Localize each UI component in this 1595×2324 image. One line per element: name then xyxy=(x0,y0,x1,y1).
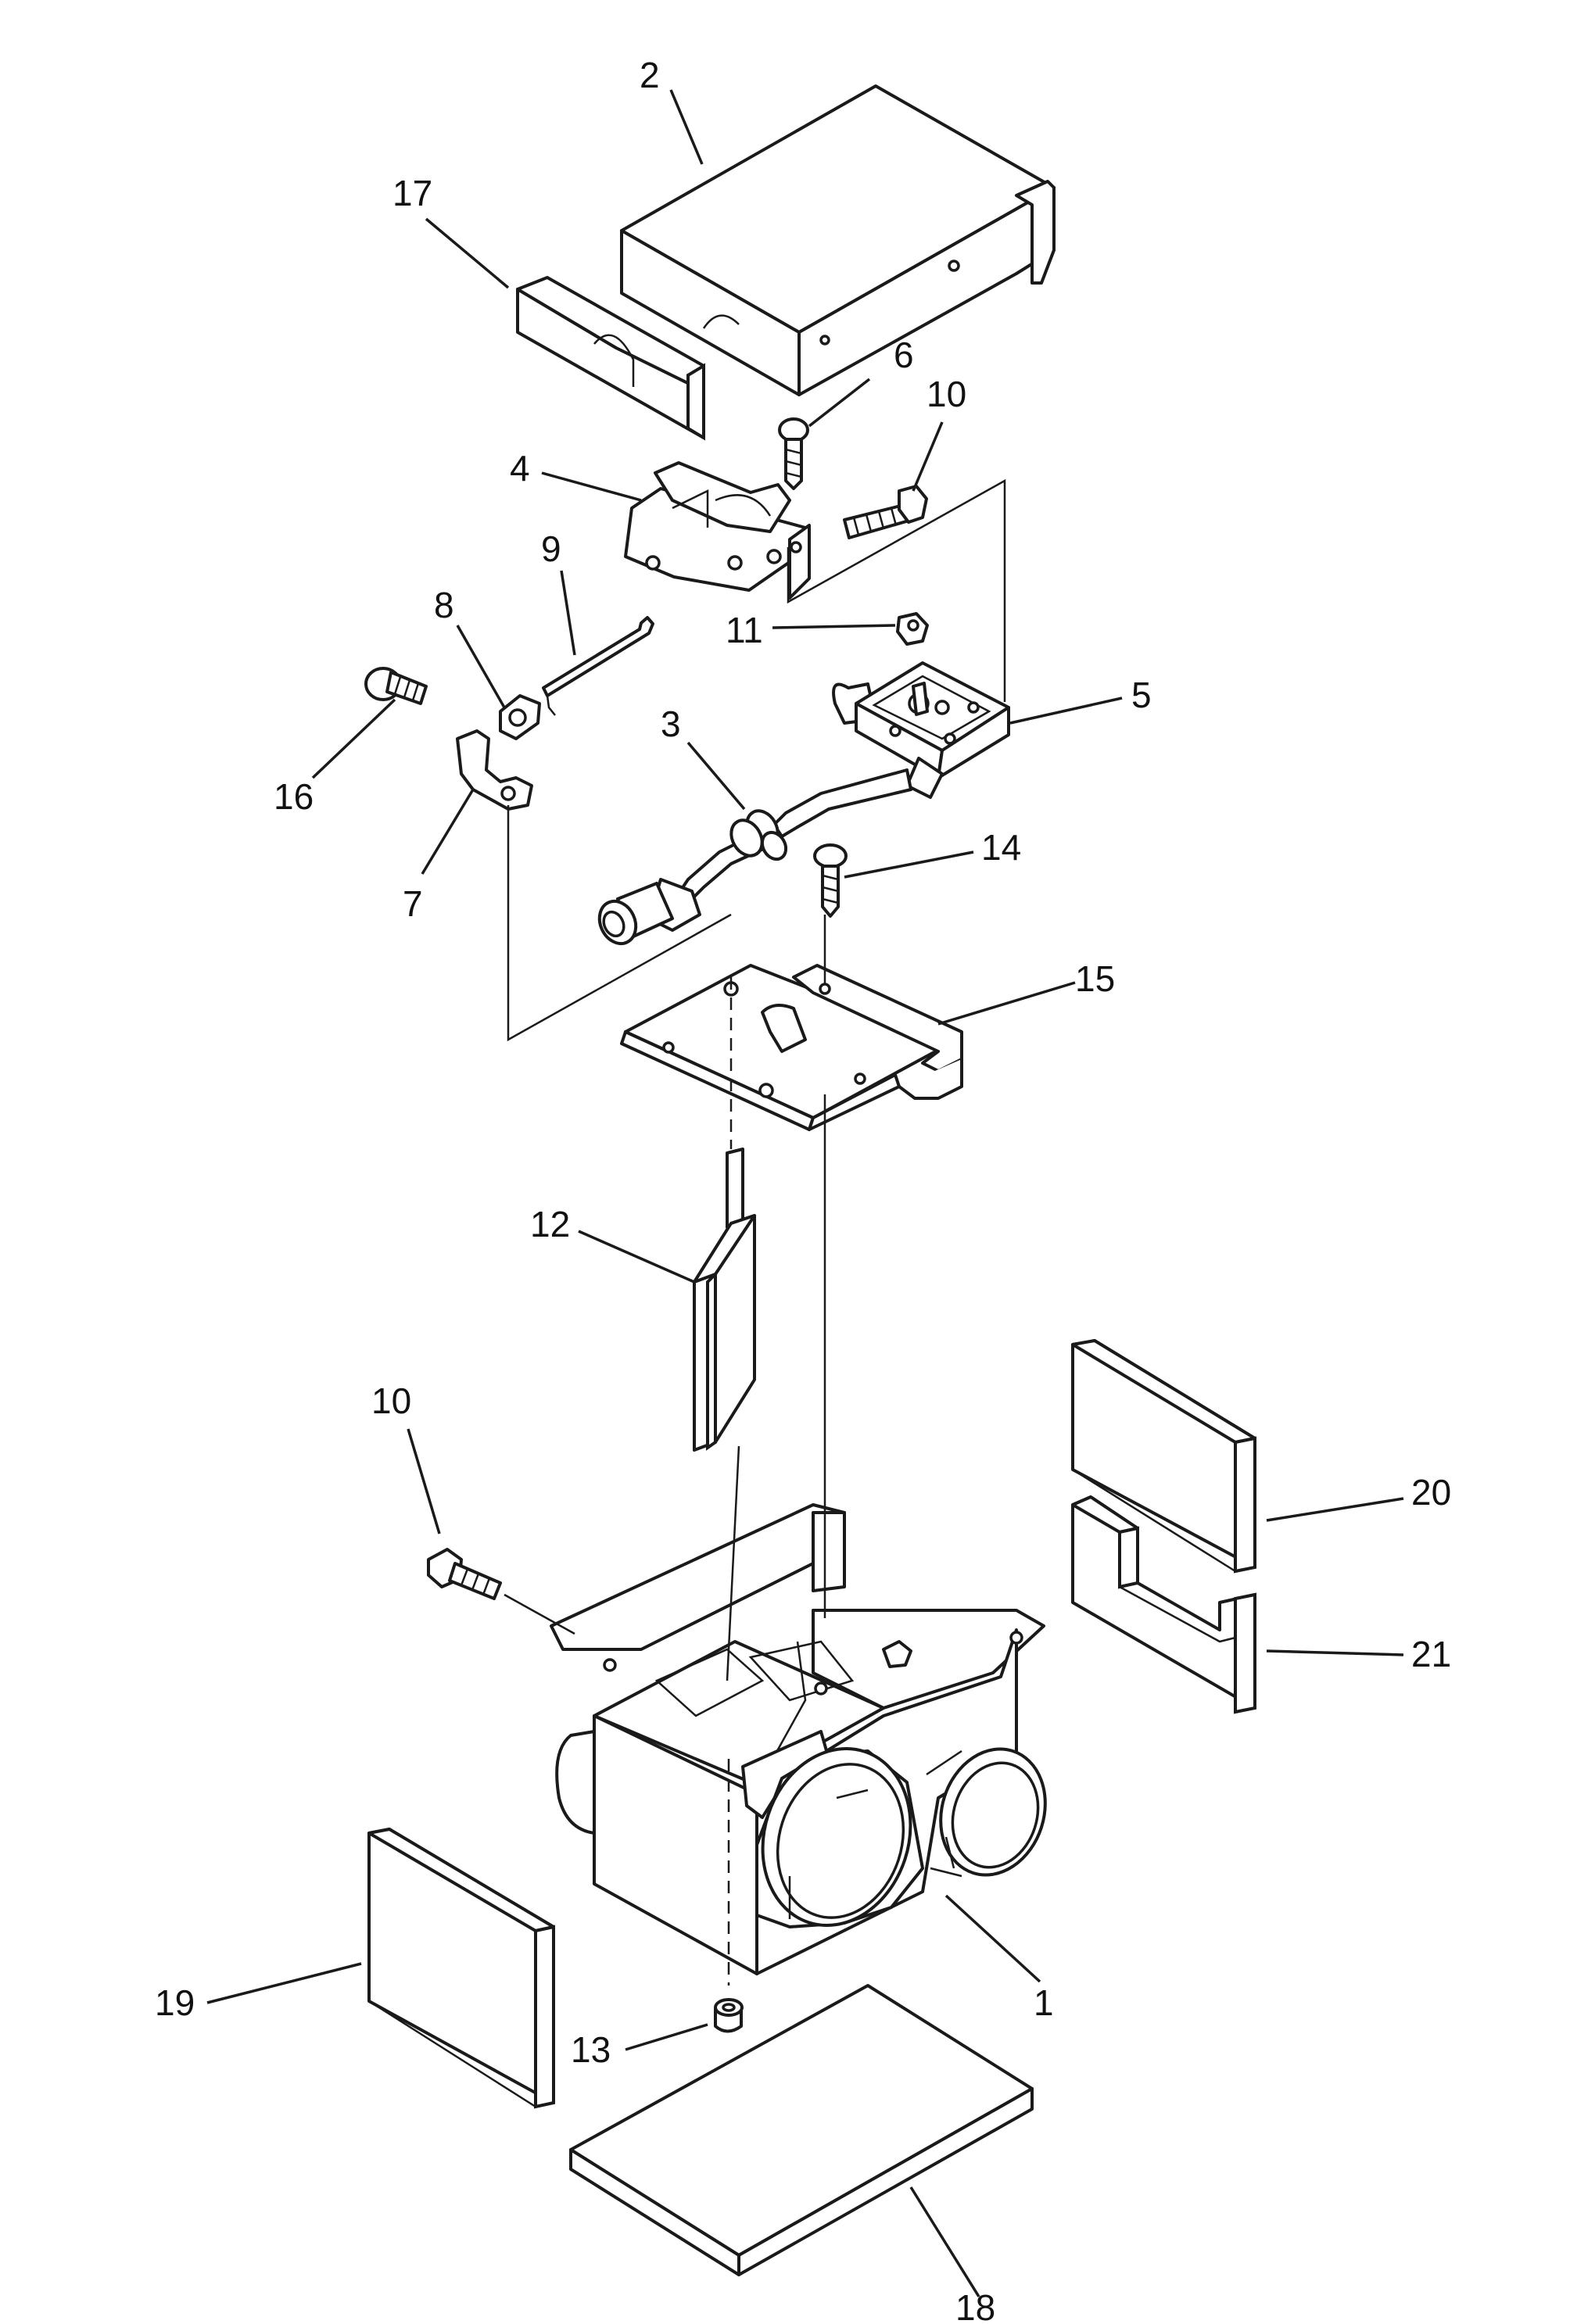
callout-10-upper: 10 xyxy=(927,374,966,414)
clip-part-8 xyxy=(499,694,541,740)
top-cover-part-2 xyxy=(620,84,1056,396)
bolt-part-10-lower xyxy=(427,1548,502,1600)
assembly-lines xyxy=(504,478,1006,1986)
callout-21: 21 xyxy=(1411,1634,1451,1674)
callout-7: 7 xyxy=(403,883,423,924)
callout-12: 12 xyxy=(530,1204,570,1244)
callout-4: 4 xyxy=(510,448,530,489)
bracket-part-4 xyxy=(624,461,811,600)
callout-5: 5 xyxy=(1131,675,1152,715)
actuator-part-5 xyxy=(832,661,1010,799)
callout-labels: 2 17 6 10 4 9 8 11 3 5 16 7 14 15 12 10 … xyxy=(155,55,1451,2324)
callout-6: 6 xyxy=(894,335,914,375)
damper-part-12 xyxy=(693,1148,756,1452)
callout-17: 17 xyxy=(392,173,432,213)
mounting-plate-part-15 xyxy=(620,964,963,1131)
cable-part-3 xyxy=(597,768,912,946)
clamp-part-7 xyxy=(456,729,533,811)
screw-part-6 xyxy=(778,417,809,490)
screw-part-14 xyxy=(813,843,848,918)
grommet-part-13 xyxy=(714,1998,744,2033)
callout-18: 18 xyxy=(955,2287,995,2324)
callout-8: 8 xyxy=(434,585,454,625)
leader-lines xyxy=(206,89,1404,2297)
bolt-part-10-upper xyxy=(843,485,928,539)
foam-pad-part-20 xyxy=(1071,1339,1256,1574)
callout-10-lower: 10 xyxy=(371,1380,411,1421)
callout-2: 2 xyxy=(640,55,660,95)
bolt-part-16 xyxy=(364,667,428,705)
callout-13: 13 xyxy=(571,2029,611,2070)
callout-14: 14 xyxy=(981,827,1021,868)
callout-3: 3 xyxy=(661,704,681,744)
callout-1: 1 xyxy=(1034,1982,1054,2023)
callout-20: 20 xyxy=(1411,1472,1451,1513)
foam-block-part-17 xyxy=(516,276,705,441)
u-foam-part-21 xyxy=(1071,1495,1256,1714)
rod-part-9 xyxy=(542,616,654,716)
housing-part-1 xyxy=(550,1503,1047,1975)
callout-11: 11 xyxy=(726,610,763,650)
callout-16: 16 xyxy=(274,776,314,817)
nut-part-11 xyxy=(896,612,929,646)
callout-19: 19 xyxy=(155,1982,195,2023)
foam-pad-part-19 xyxy=(367,1828,555,2109)
callout-9: 9 xyxy=(541,528,561,569)
foam-pad-part-18 xyxy=(569,1984,1034,2276)
callout-15: 15 xyxy=(1075,958,1115,999)
